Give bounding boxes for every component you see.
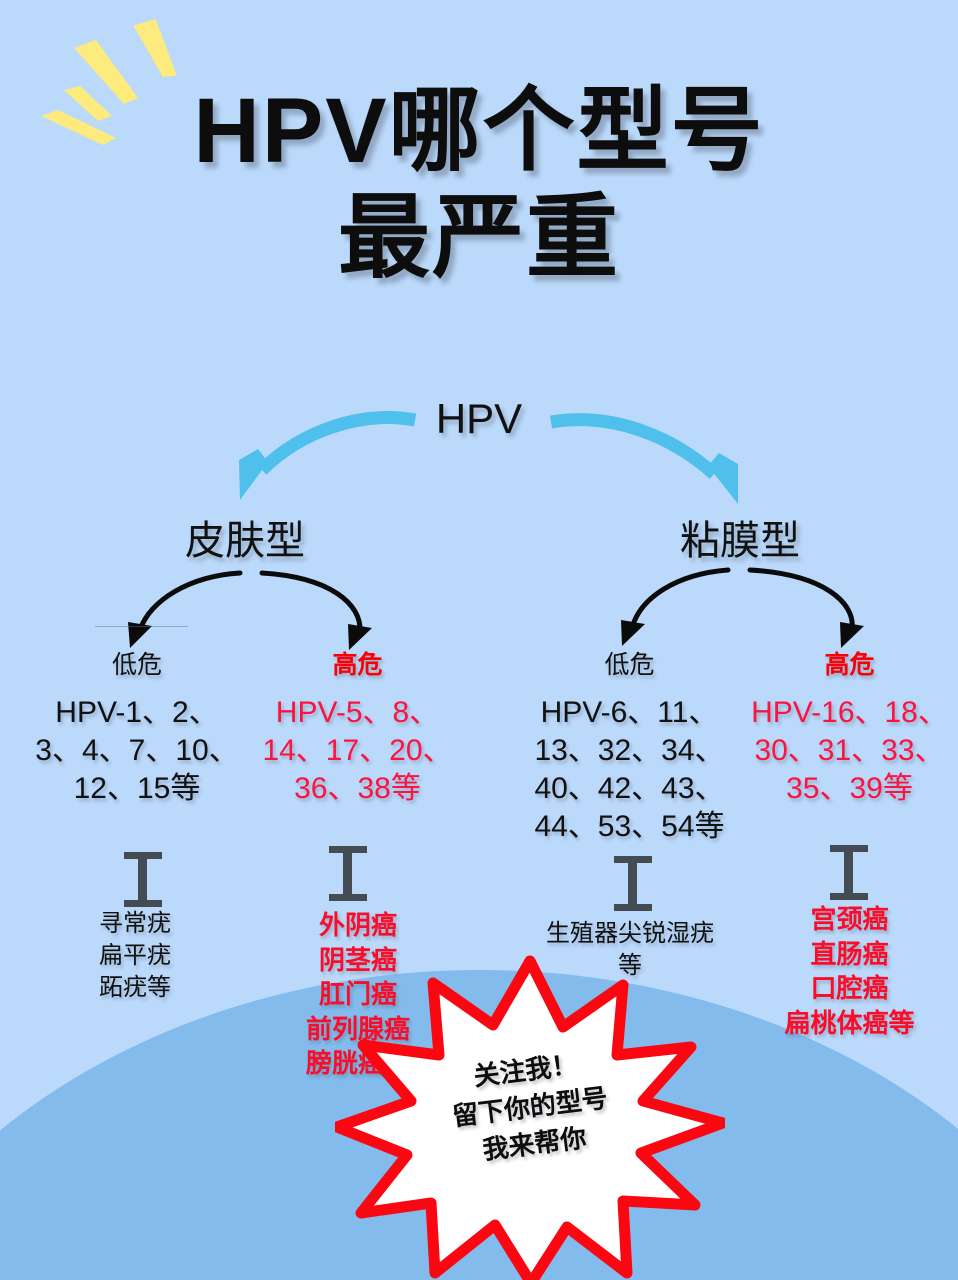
type-line: HPV-16、18、 bbox=[751, 695, 948, 729]
disease-item: 前列腺癌 bbox=[305, 1013, 410, 1044]
column-skin-high-risk: 高危 HPV-5、8、 14、17、20、 36、38等 bbox=[255, 651, 460, 808]
title-line-2: 最严重 bbox=[337, 187, 620, 290]
arrow-mucosa-to-highrisk bbox=[747, 567, 864, 648]
type-line: 14、17、20、 bbox=[262, 733, 453, 767]
title-line-1: HPV哪个型号 bbox=[193, 80, 765, 182]
risk-label-mucosa-high: 高危 bbox=[824, 651, 875, 679]
ibeam-connector-col3 bbox=[614, 856, 652, 911]
starburst-badge[interactable] bbox=[335, 955, 725, 1280]
type-line: 40、42、43、 bbox=[534, 771, 725, 805]
disease-item: 生殖器尖锐湿疣 bbox=[546, 920, 714, 947]
type-list-skin-high: HPV-5、8、 14、17、20、 36、38等 bbox=[255, 694, 460, 808]
disease-list-mucosa-low: 生殖器尖锐湿疣 等 bbox=[505, 918, 755, 982]
risk-label-skin-low: 低危 bbox=[111, 651, 162, 679]
root-node-label: HPV bbox=[435, 395, 523, 442]
disease-item: 阴茎癌 bbox=[318, 944, 397, 975]
disease-item: 外阴癌 bbox=[318, 910, 397, 940]
disease-item: 跖疣等 bbox=[99, 973, 171, 1001]
disease-item: 宫颈癌 bbox=[810, 904, 889, 934]
type-line: 35、39等 bbox=[786, 771, 913, 805]
stray-line-artifact bbox=[95, 626, 188, 627]
sparkle-rays-icon bbox=[41, 18, 177, 145]
type-line: 30、31、33、 bbox=[754, 733, 945, 767]
disease-list-skin-low: 寻常疣 扁平疣 跖疣等 bbox=[40, 908, 230, 1004]
column-mucosa-low-risk: 低危 HPV-6、11、 13、32、34、 40、42、43、 44、53、5… bbox=[512, 651, 747, 846]
disease-item: 口腔癌 bbox=[810, 973, 889, 1004]
disease-item: 直肠癌 bbox=[810, 938, 889, 969]
type-list-skin-low: HPV-1、2、 3、4、7、10、 12、15等 bbox=[22, 694, 252, 808]
type-line: HPV-5、8、 bbox=[275, 695, 440, 729]
type-line: HPV-1、2、 bbox=[55, 695, 219, 729]
branch-label-mucosa: 粘膜型 bbox=[680, 519, 800, 563]
disease-item: 等 bbox=[618, 951, 642, 979]
poster-title: HPV哪个型号 最严重 bbox=[0, 80, 958, 290]
arrow-skin-to-lowrisk bbox=[128, 570, 243, 648]
risk-label-mucosa-low: 低危 bbox=[604, 651, 655, 679]
type-line: HPV-6、11、 bbox=[540, 695, 719, 729]
type-line: 13、32、34、 bbox=[534, 733, 725, 767]
disease-item: 寻常疣 bbox=[99, 910, 171, 937]
type-line: 44、53、54等 bbox=[534, 809, 725, 843]
column-skin-low-risk: 低危 HPV-1、2、 3、4、7、10、 12、15等 bbox=[22, 651, 252, 808]
column-mucosa-high-risk: 高危 HPV-16、18、 30、31、33、 35、39等 bbox=[742, 651, 957, 808]
type-line: 36、38等 bbox=[294, 771, 421, 805]
disease-item: 肛门癌 bbox=[318, 979, 397, 1010]
branch-label-skin: 皮肤型 bbox=[185, 519, 305, 563]
disease-item: 扁桃体癌等 bbox=[784, 1007, 915, 1038]
ibeam-connector-col2 bbox=[329, 846, 367, 901]
type-line: 12、15等 bbox=[73, 771, 201, 805]
arrow-mucosa-to-lowrisk bbox=[621, 567, 731, 646]
ibeam-connector-col4 bbox=[830, 845, 868, 900]
ibeam-connector-col1 bbox=[124, 852, 162, 907]
type-list-mucosa-high: HPV-16、18、 30、31、33、 35、39等 bbox=[742, 694, 957, 808]
disease-item: 扁平疣 bbox=[99, 941, 171, 969]
risk-label-skin-high: 高危 bbox=[332, 651, 383, 679]
arrow-skin-to-highrisk bbox=[259, 570, 372, 650]
type-list-mucosa-low: HPV-6、11、 13、32、34、 40、42、43、 44、53、54等 bbox=[512, 694, 747, 846]
type-line: 3、4、7、10、 bbox=[35, 733, 239, 767]
disease-list-mucosa-high: 宫颈癌 直肠癌 口腔癌 扁桃体癌等 bbox=[742, 902, 957, 1040]
